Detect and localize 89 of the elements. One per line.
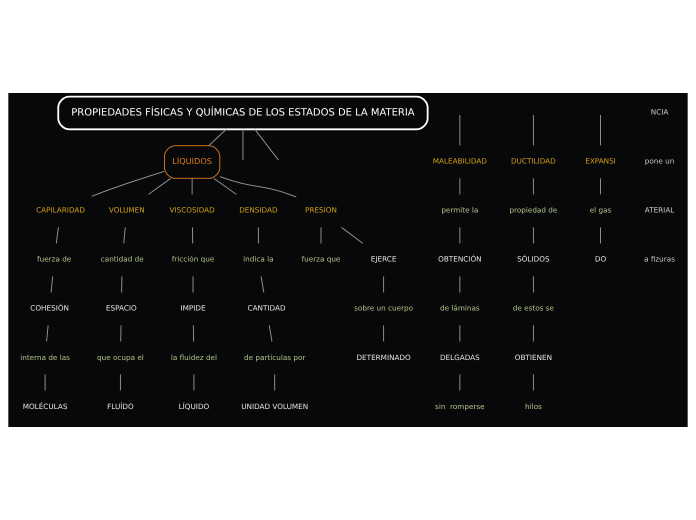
connector [192, 226, 194, 244]
connector [123, 226, 126, 244]
connector [220, 176, 297, 198]
label: pone un [644, 156, 674, 166]
node-text: FLUÍDO [107, 402, 134, 411]
connector [274, 374, 276, 391]
node-text: PRESION [305, 206, 337, 215]
node-text: DENSIDAD [239, 206, 278, 215]
node-text: DO [594, 254, 606, 264]
node-text: IMPIDE [180, 304, 206, 313]
node-text: de partículas por [244, 352, 306, 362]
node-text: SÓLIDOS [517, 254, 550, 264]
connector [320, 226, 322, 244]
node-text: fuerza de [37, 254, 72, 264]
node-text: que ocupa el [97, 352, 144, 362]
node-text: MOLÉCULAS [22, 402, 68, 411]
connector [242, 128, 244, 161]
label: ATERIAL [644, 206, 674, 215]
node-text: VISCOSIDAD [170, 206, 215, 215]
node-text: DELGADAS [440, 352, 480, 362]
connector [532, 114, 534, 146]
connector [121, 276, 122, 293]
connector [459, 226, 460, 244]
label: NCIA [650, 108, 668, 117]
connector [120, 374, 121, 391]
connector [192, 178, 193, 195]
node-text: EXPANSI [585, 156, 616, 166]
connector [91, 170, 165, 197]
node-text: ESPACIO [106, 304, 137, 313]
connector [600, 226, 601, 244]
node-text: fricción que [172, 254, 214, 264]
node-text: CANTIDAD [248, 304, 286, 313]
node-text: sin romperse [435, 402, 485, 411]
node-text: la fluidez del [170, 352, 218, 362]
connector [208, 128, 227, 146]
connector [213, 178, 237, 195]
node-text: hilos [524, 402, 542, 411]
connector [258, 226, 259, 244]
connector [192, 276, 194, 293]
connector [459, 178, 460, 195]
connector [532, 276, 534, 293]
node-text: COHESIÓN [30, 304, 69, 313]
connector [50, 276, 54, 293]
node-text: VOLUMEN [108, 206, 145, 215]
node-box: LÍQUIDOS [164, 145, 220, 179]
connector [46, 324, 49, 342]
node-text: cantidad de [100, 254, 144, 264]
node-text: LÍQUIDO [178, 402, 210, 411]
node-text: de láminas [440, 304, 480, 313]
connector [532, 178, 534, 195]
node-text: sobre un cuerpo [354, 304, 414, 313]
node-text: DUCTILIDAD [511, 156, 556, 166]
connector [44, 374, 46, 391]
connector [459, 374, 460, 391]
connector [192, 324, 194, 342]
connector [600, 114, 601, 146]
connector [383, 324, 384, 342]
node-text: fuerza que [302, 254, 340, 264]
node-text: DETERMINADO [356, 352, 411, 362]
node-text: el gas [590, 206, 612, 215]
connector [532, 324, 534, 342]
node-text: CAPILARIDAD [36, 206, 85, 215]
node-text: EJERCE [370, 254, 396, 264]
connector [120, 324, 122, 342]
node-text: de estos se [512, 304, 554, 313]
node-text: OBTENCIÓN [438, 254, 482, 264]
connector [459, 276, 460, 293]
node-text: propiedad de [509, 206, 558, 215]
connector [600, 178, 601, 195]
connector [459, 114, 460, 146]
node-text: interna de las [20, 352, 70, 362]
node-text: MALEABILIDAD [432, 156, 487, 166]
connector [254, 128, 279, 161]
node-text: permite la [441, 206, 478, 215]
connector [459, 324, 460, 342]
node-text: indica la [243, 254, 274, 264]
connector [383, 276, 384, 293]
connector [148, 178, 172, 195]
node-text: OBTIENEN [514, 352, 552, 362]
connector [260, 276, 264, 293]
label: a fizuras [644, 254, 675, 264]
node-text: UNIDAD VOLUMEN [241, 402, 308, 411]
connector [532, 374, 534, 391]
connector [268, 324, 272, 342]
connector [532, 226, 534, 244]
node-box: PROPIEDADES FÍSICAS Y QUÍMICAS DE LOS ESTADOS DE LA MATERIA [57, 96, 429, 130]
connector [56, 226, 59, 244]
connector [341, 226, 364, 244]
connector [193, 374, 194, 391]
